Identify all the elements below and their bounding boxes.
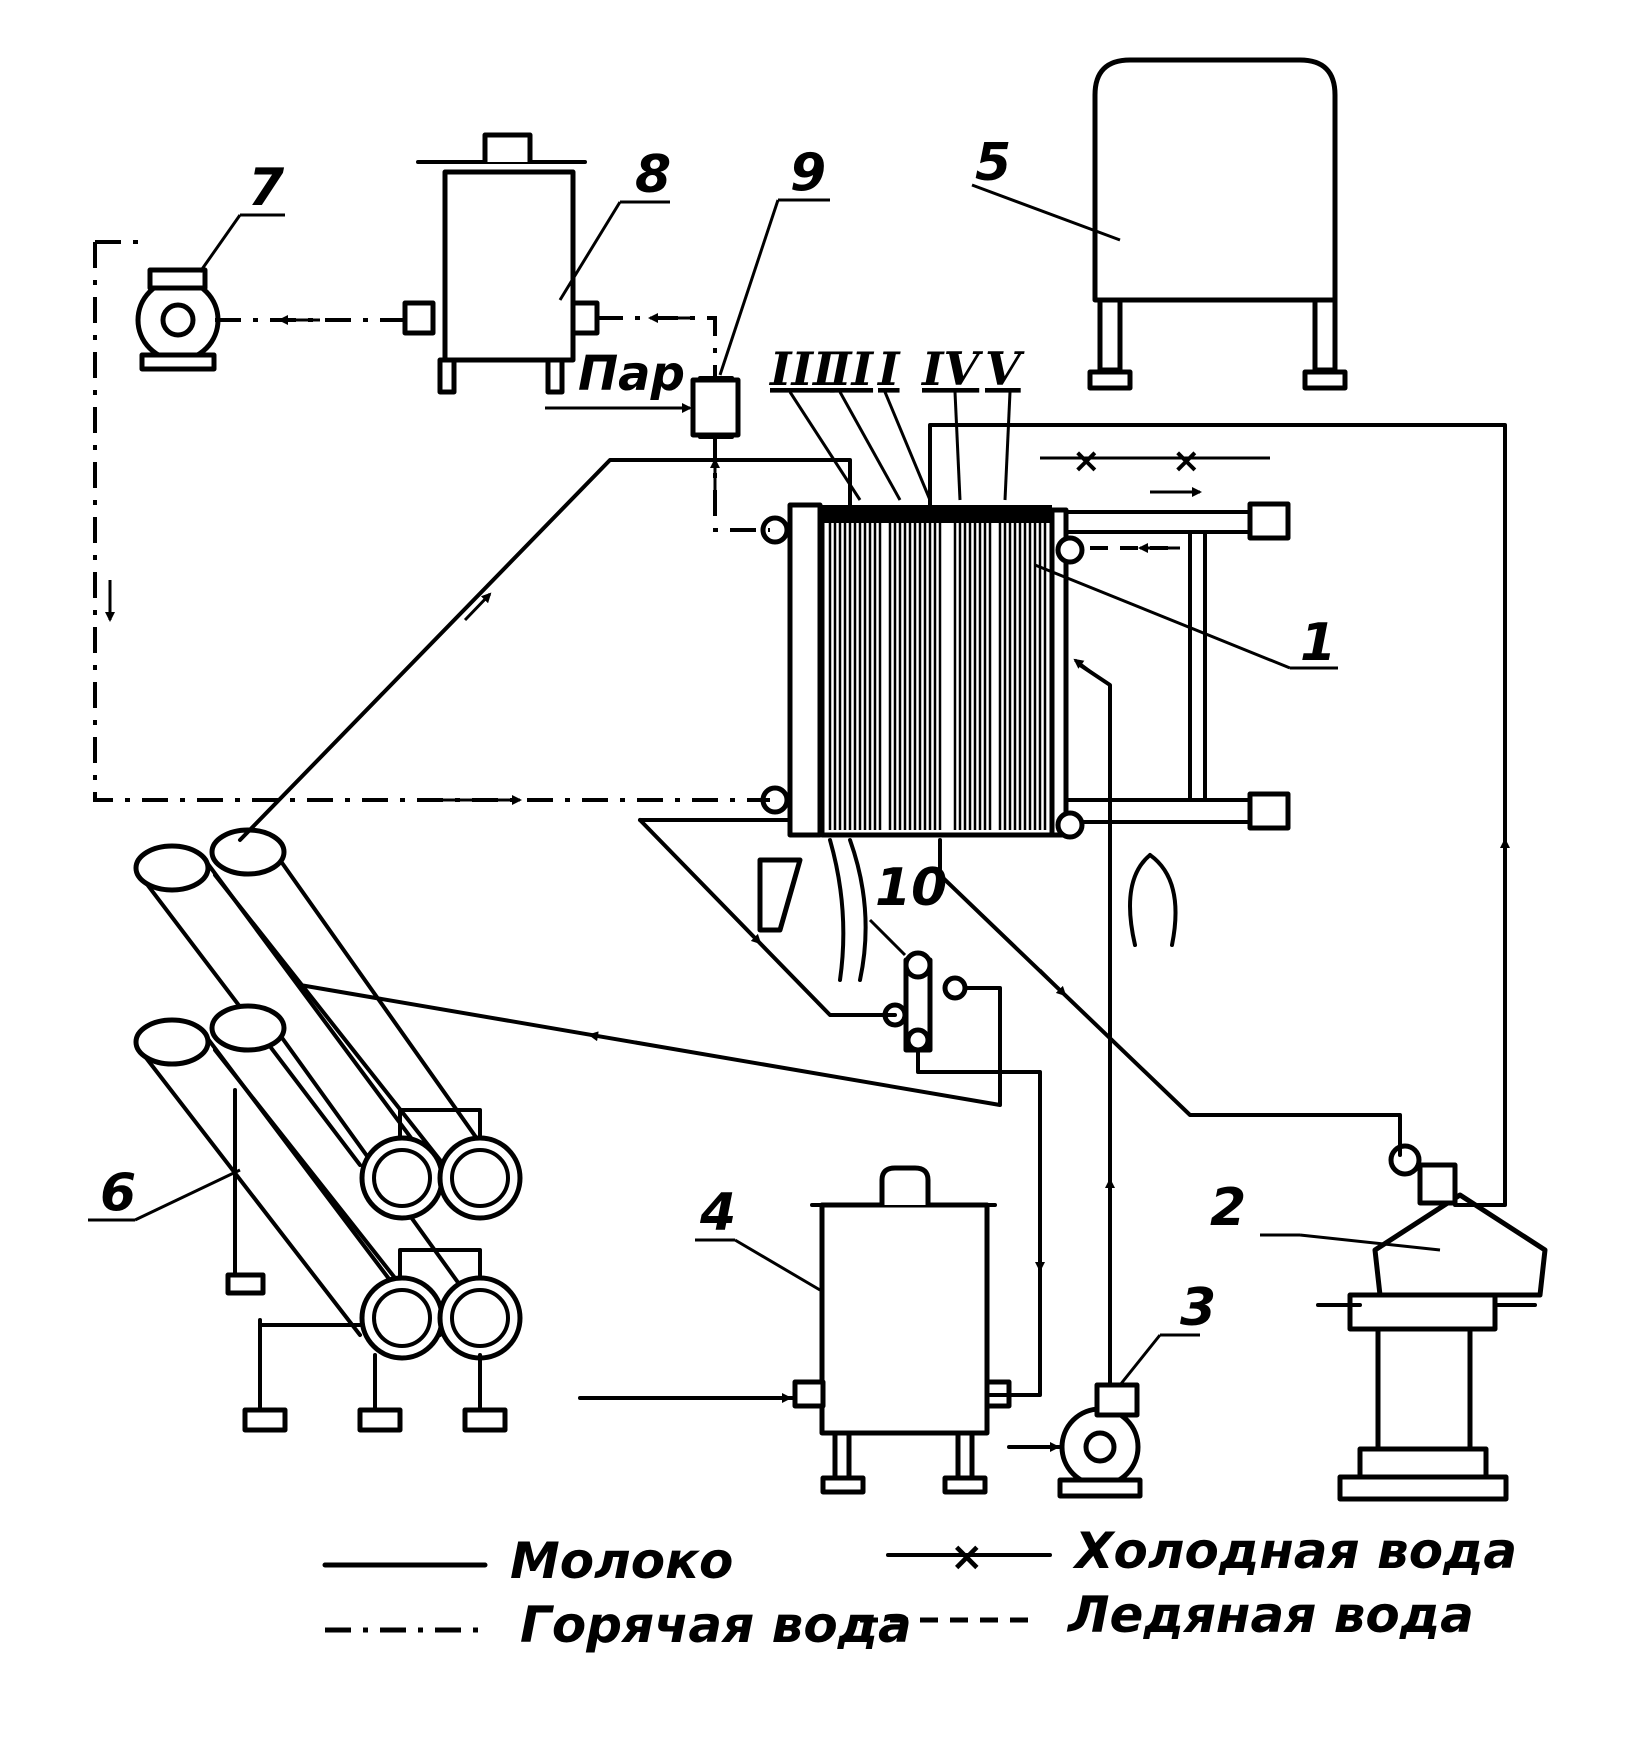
leader-lines — [88, 198, 1441, 1386]
label-3: 3 — [1180, 1278, 1216, 1338]
injector-9 — [690, 376, 741, 439]
label-5: 5 — [975, 133, 1011, 193]
plate-top — [990, 505, 1052, 523]
pump-7 — [135, 267, 221, 372]
labels: Пар 1 2 3 4 5 6 7 8 9 10 III II I IV V — [100, 133, 1336, 1338]
legend-cold-water: Холодная вода — [1072, 1522, 1517, 1580]
section-label-III: III — [768, 342, 836, 396]
cold-water-line: × × — [1040, 441, 1270, 497]
separator-2 — [1316, 1143, 1548, 1502]
label-1: 1 — [1300, 613, 1336, 673]
label-2: 2 — [1210, 1178, 1246, 1238]
plate-top — [945, 505, 1000, 523]
svg-text:×: × — [1172, 441, 1201, 481]
label-9: 9 — [790, 143, 826, 203]
label-8: 8 — [635, 145, 671, 205]
label-6: 6 — [100, 1163, 136, 1223]
tube-holder-6 — [133, 827, 523, 1433]
tank-5 — [971, 57, 1348, 391]
section-label-V: V — [985, 342, 1025, 396]
label-10: 10 — [875, 858, 947, 918]
label-7: 7 — [248, 158, 285, 218]
valve-10 — [882, 950, 968, 1053]
tank-4 — [792, 1165, 1012, 1495]
svg-text:×: × — [1072, 441, 1101, 481]
legend-ice-water: Ледяная вода — [1066, 1586, 1474, 1644]
legend-milk: Молоко — [510, 1532, 733, 1590]
hot-water-line — [93, 240, 770, 805]
svg-text:×: × — [950, 1534, 984, 1580]
plate-heat-exchanger-1 — [757, 501, 1291, 982]
pump-3 — [1057, 1382, 1143, 1499]
legend-hot-water: Горячая вода — [520, 1596, 912, 1654]
section-label-II: II — [828, 342, 875, 396]
plate-top — [880, 505, 955, 523]
section-label-I: I — [876, 342, 901, 396]
label-steam: Пар — [578, 346, 685, 402]
section-label-IV: IV — [920, 342, 984, 396]
label-4: 4 — [699, 1183, 736, 1243]
tank-8 — [402, 132, 600, 395]
legend: Молоко Горячая вода × Холодная вода Ледя… — [322, 1522, 1517, 1654]
plate-top — [820, 505, 890, 523]
